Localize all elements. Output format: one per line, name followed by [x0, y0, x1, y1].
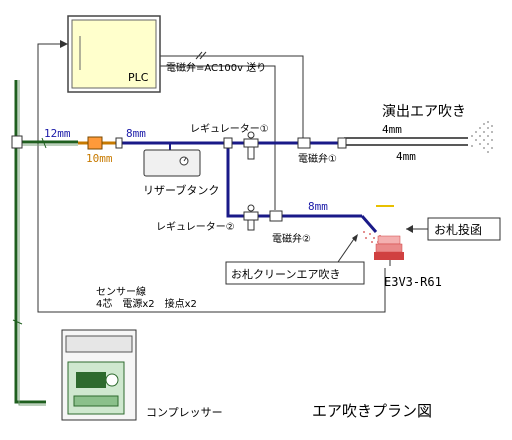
pipe-size-8mm: 8mm	[126, 127, 146, 140]
arrow-icon	[352, 234, 358, 242]
pipe-joint-mark	[41, 137, 47, 149]
regulator2-label: レギュレーター②	[156, 221, 235, 233]
plc-label: PLC	[128, 71, 149, 84]
air-spray-icon	[471, 121, 493, 153]
pipe-fitting	[223, 137, 233, 149]
tank-gauge-needle	[183, 157, 187, 162]
pipe-size-12mm: 12mm	[44, 127, 71, 140]
main-air-pipe-highlight	[18, 80, 46, 406]
bill-insert-label: お札投函	[434, 222, 482, 237]
valve2-label: 電磁弁②	[272, 232, 311, 245]
valve2-signal-wire	[158, 65, 276, 210]
signal-wire-break-mark	[199, 51, 207, 60]
regulator2-icon	[243, 204, 259, 231]
solenoid-valve1-icon	[297, 137, 311, 149]
signal-label: 電磁弁=AC100v 送り	[166, 61, 266, 74]
compressor-label: コンプレッサー	[146, 406, 223, 419]
arrow-icon	[406, 225, 413, 233]
regulator1-icon	[243, 131, 259, 160]
sensor-wire-label: センサー線	[96, 285, 146, 298]
main-pipe-tee	[11, 135, 23, 149]
plc-sensor-wire	[37, 43, 386, 313]
pipe-8mm-to-nozzle	[360, 215, 378, 233]
compressor-icon	[61, 329, 137, 421]
nozzle-fitting-icon	[337, 137, 347, 149]
pipe-branch-regulator2	[226, 143, 362, 218]
pipe-fitting	[115, 137, 123, 149]
valve1-label: 電磁弁①	[298, 152, 337, 165]
signal-wire-break-mark	[195, 51, 203, 60]
diagram-title: エア吹きプラン図	[312, 402, 432, 420]
blow-title: 演出エア吹き	[382, 104, 466, 120]
sensor-model-label: E3V3-R61	[384, 275, 442, 289]
tank-label: リザーブタンク	[143, 183, 219, 197]
pipe-joint-mark	[12, 319, 23, 325]
reserve-tank	[143, 149, 201, 177]
bill-clean-callout-arrow	[337, 235, 357, 263]
pipe-size-4mm-top: 4mm	[382, 123, 402, 136]
regulator1-label: レギュレーター①	[190, 123, 269, 135]
valve1-signal-wire	[158, 55, 304, 138]
plc-cabinet-panel	[71, 19, 157, 89]
pipe-coupler	[87, 136, 103, 150]
sensor-wire-spec: 4芯 電源x2 接点x2	[96, 297, 197, 310]
pipe-size-10mm: 10mm	[86, 152, 113, 165]
solenoid-valve2-icon	[269, 210, 283, 222]
pipe-size-8mm-lower: 8mm	[308, 200, 328, 213]
main-air-pipe	[14, 80, 46, 404]
bill-clean-callout-box	[225, 261, 365, 285]
pipe-size-4mm-bottom: 4mm	[396, 150, 416, 163]
bill-clean-label: お札クリーンエア吹き	[231, 268, 340, 281]
sensor-icon	[374, 205, 404, 266]
plc-wire-arrow	[60, 40, 68, 48]
